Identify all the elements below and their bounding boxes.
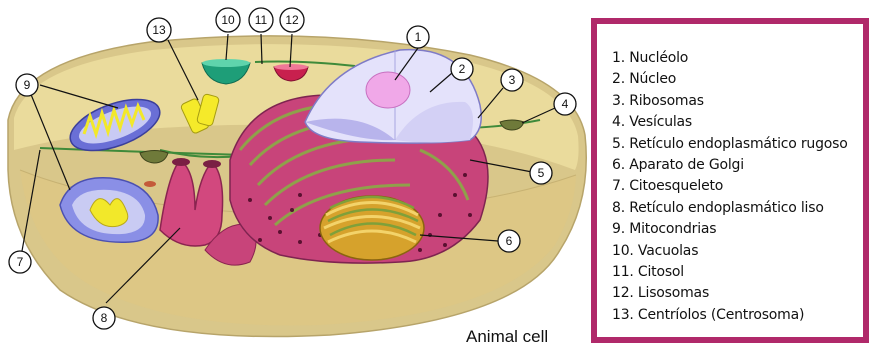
callout-6: 6	[498, 230, 520, 252]
callout-5: 5	[530, 162, 552, 184]
callout-11: 11	[249, 8, 273, 32]
golgi-apparatus	[320, 196, 424, 260]
svg-text:8: 8	[101, 311, 108, 325]
legend-item-golgi: 6. Aparato de Golgi	[612, 155, 863, 176]
svg-text:9: 9	[24, 78, 31, 92]
animal-cell-diagram: 1 2 3 4 5 6 7 8 9 10 11 12 13	[0, 0, 600, 351]
svg-text:5: 5	[538, 166, 545, 180]
svg-text:7: 7	[17, 255, 24, 269]
svg-text:3: 3	[509, 73, 516, 87]
svg-text:6: 6	[506, 234, 513, 248]
callout-3: 3	[501, 69, 523, 91]
legend-item-citosol: 11. Citosol	[612, 262, 863, 283]
legend-item-nucleolo: 1. Nucléolo	[612, 48, 863, 69]
svg-text:12: 12	[285, 13, 299, 27]
legend-item-vacuolas: 10. Vacuolas	[612, 241, 863, 262]
callout-1: 1	[407, 26, 429, 48]
svg-text:13: 13	[152, 23, 166, 37]
svg-text:11: 11	[255, 13, 268, 27]
legend-item-citoesqueleto: 7. Citoesqueleto	[612, 176, 863, 197]
callout-2: 2	[451, 58, 473, 80]
nucleolus	[366, 72, 410, 108]
callout-4: 4	[554, 93, 576, 115]
svg-text:2: 2	[459, 62, 466, 76]
legend-item-rer: 5. Retículo endoplasmático rugoso	[612, 134, 863, 155]
legend-list: 1. Nucléolo 2. Núcleo 3. Ribosomas 4. Ve…	[597, 24, 863, 326]
callout-8: 8	[93, 307, 115, 329]
callout-13: 13	[147, 18, 171, 42]
callout-10: 10	[216, 8, 240, 32]
legend-item-lisosomas: 12. Lisosomas	[612, 283, 863, 304]
figure-caption: Animal cell	[466, 327, 548, 347]
legend-item-mitocondrias: 9. Mitocondrias	[612, 219, 863, 240]
callout-12: 12	[280, 8, 304, 32]
svg-text:10: 10	[221, 13, 235, 27]
svg-text:1: 1	[415, 30, 422, 44]
legend-item-nucleo: 2. Núcleo	[612, 69, 863, 90]
legend-item-vesiculas: 4. Vesículas	[612, 112, 863, 133]
legend-item-ribosomas: 3. Ribosomas	[612, 91, 863, 112]
svg-text:4: 4	[562, 97, 569, 111]
legend-item-rel: 8. Retículo endoplasmático liso	[612, 198, 863, 219]
legend-item-centriolos: 13. Centríolos (Centrosoma)	[612, 305, 863, 326]
callout-7: 7	[9, 251, 31, 273]
callout-9: 9	[16, 74, 38, 96]
legend-panel: 1. Nucléolo 2. Núcleo 3. Ribosomas 4. Ve…	[591, 18, 869, 343]
